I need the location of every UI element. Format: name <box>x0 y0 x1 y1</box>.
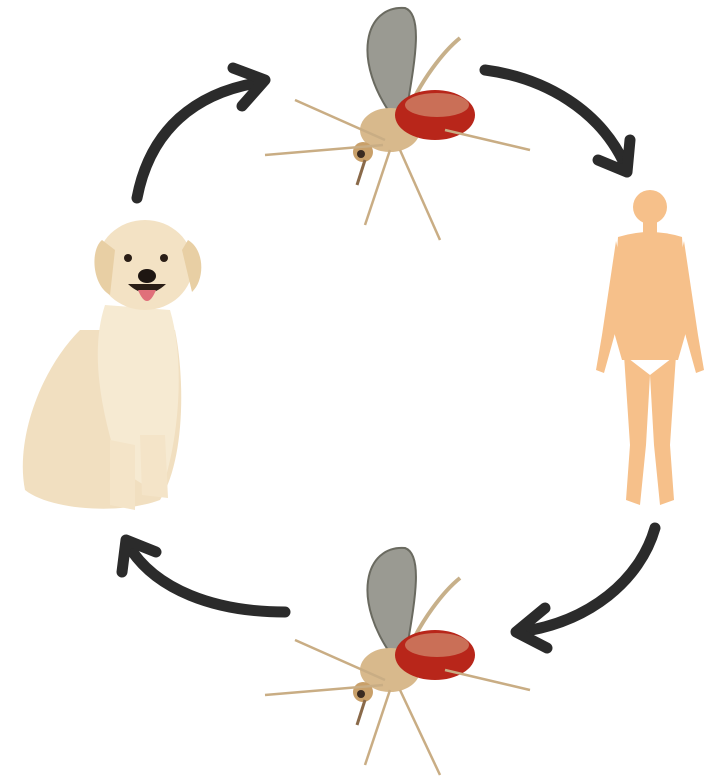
sandfly-icon <box>265 8 530 240</box>
human-silhouette-icon <box>588 185 712 515</box>
dog-icon <box>10 210 230 525</box>
arrow-dog-to-sandfly <box>137 68 265 198</box>
sandfly-icon <box>265 548 530 775</box>
sandfly-bottom-icon <box>255 540 545 783</box>
sandfly-top-icon <box>255 0 545 250</box>
